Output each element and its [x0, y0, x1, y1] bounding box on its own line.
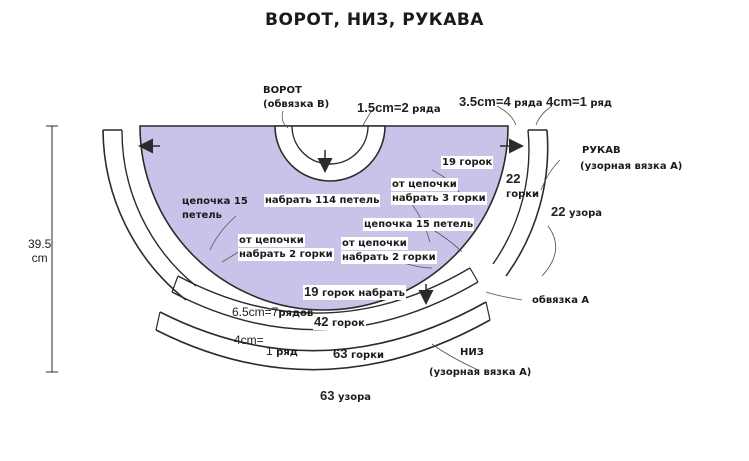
from-chain-3-line1: от цепочки: [391, 178, 458, 191]
bottom-19-num: 19: [304, 284, 319, 299]
collar-rows-num: 1.5cm=2: [357, 100, 409, 115]
bottom-19-label: 19 горок набрать: [303, 284, 407, 300]
sleeve-19-label: 19 горок: [441, 156, 494, 169]
bottom-42-unit: горок: [331, 318, 365, 329]
from-chain-2-left-line2: набрать 2 горки: [238, 248, 334, 261]
bottom-1-label: 1 ряд: [266, 345, 298, 359]
collar-subtitle: (обвязка В): [263, 99, 330, 110]
sleeve-4-num: 4cm=1: [546, 94, 587, 109]
chain-15-right-label: цепочка 15 петель: [363, 218, 475, 231]
bottom-63b-num: 63: [320, 388, 335, 403]
bottom-4-num: 4cm=: [234, 333, 264, 347]
cast-on-114-label: набрать 114 петель: [264, 194, 381, 207]
chain-15-left-line1: цепочка 15: [182, 196, 248, 207]
sleeve-22a-label: 22 горки: [506, 172, 539, 202]
bottom-42-label: 42 горок: [313, 315, 366, 330]
height-unit: cm: [31, 251, 48, 265]
neck-opening: [274, 125, 386, 182]
bottom-band-3: [159, 301, 487, 352]
sleeve-22b-label: 22 узора: [551, 205, 602, 220]
bottom-6-5-num: 6.5cm=7: [232, 305, 279, 319]
collar-title: ВОРОТ: [263, 85, 302, 96]
right-sleeve-outer: [505, 129, 549, 277]
sleeve-subtitle: (узорная вязка А): [580, 161, 683, 172]
collar-rows-label: 1.5cm=2 ряда: [357, 101, 441, 116]
from-chain-2-right-line2: набрать 2 горки: [341, 251, 437, 264]
bottom-63a-label: 63 горки: [333, 347, 384, 362]
bottom-title: НИЗ: [460, 347, 484, 358]
bottom-63a-num: 63: [333, 346, 348, 361]
sleeve-22a-unit: горки: [506, 189, 540, 200]
binding-a-label: обвязка А: [532, 295, 590, 306]
bottom-subtitle: (узорная вязка А): [429, 367, 532, 378]
sleeve-title: РУКАВ: [582, 145, 621, 156]
sleeve-3-5-label: 3.5cm=4 ряда: [459, 95, 543, 110]
from-chain-3-line2: набрать 3 горки: [391, 192, 487, 205]
sleeve-4-unit: ряд: [590, 98, 612, 109]
bottom-42-num: 42: [314, 314, 329, 329]
bottom-band-4: [155, 319, 491, 371]
bottom-1-num: 1: [266, 344, 273, 358]
sleeve-22b-num: 22: [551, 204, 566, 219]
sleeve-3-5-num: 3.5cm=4: [459, 94, 511, 109]
sleeve-3-5-unit: ряда: [514, 98, 543, 109]
collar-rows-unit: ряда: [412, 104, 441, 115]
bottom-63a-unit: горки: [350, 350, 384, 361]
bottom-63b-unit: узора: [337, 392, 372, 403]
left-sleeve-outer: [102, 129, 187, 301]
sleeve-22a-num: 22: [506, 171, 521, 186]
bottom-63b-label: 63 узора: [320, 389, 371, 404]
chain-15-left-line2: петель: [182, 210, 222, 221]
sleeve-4-label: 4cm=1 ряд: [546, 95, 612, 110]
right-sleeve-inner: [492, 129, 530, 265]
height-label: 39.5 cm: [28, 238, 51, 266]
from-chain-2-left-line1: от цепочки: [238, 234, 305, 247]
from-chain-2-right-line1: от цепочки: [341, 237, 408, 250]
bottom-6-5-label: 6.5cm=7рядов: [232, 306, 313, 320]
height-num: 39.5: [28, 237, 52, 251]
bottom-4-label: 4cm=: [234, 334, 264, 348]
left-sleeve-inner: [121, 129, 197, 287]
bottom-19-unit: горок набрать: [321, 288, 406, 299]
diagram-title: ВОРОТ, НИЗ, РУКАВА: [265, 10, 484, 30]
bottom-band-1: [177, 267, 471, 314]
bottom-6-5-unit: рядов: [278, 308, 314, 319]
bottom-1-unit: ряд: [276, 347, 298, 358]
sleeve-22b-unit: узора: [568, 208, 603, 219]
body-fill: [139, 125, 509, 311]
